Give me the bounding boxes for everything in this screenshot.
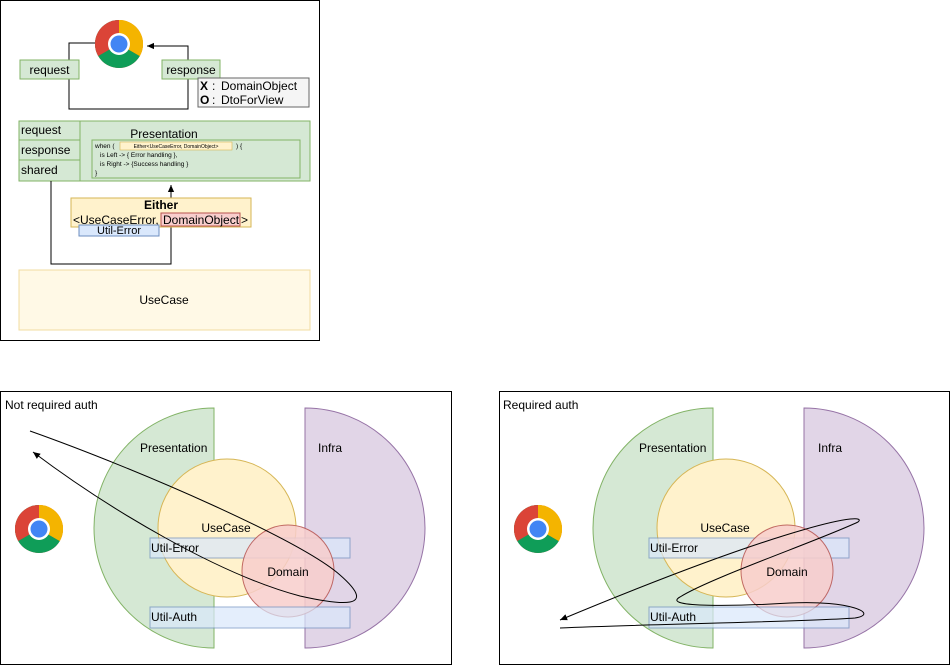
right-util-error-label: Util-Error <box>650 541 698 555</box>
either-left-type: <UseCaseError, <box>73 213 159 227</box>
code-line-1-pre: when ( <box>94 143 115 150</box>
legend-x-label: DomainObject <box>221 79 298 93</box>
left-util-error-label: Util-Error <box>151 541 199 555</box>
left-infra-label: Infra <box>318 441 342 455</box>
legend-o-label: DtoForView <box>221 93 284 107</box>
either-right-type: DomainObject <box>163 213 240 227</box>
right-util-auth-bar <box>648 606 850 629</box>
right-presentation-half <box>592 407 714 649</box>
left-domain-label: Domain <box>267 565 308 579</box>
right-util-auth-label: Util-Auth <box>650 610 696 624</box>
left-presentation-label: Presentation <box>140 441 207 455</box>
code-line-3: is Right -> {Success handling } <box>100 161 189 168</box>
util-error-box <box>78 224 160 237</box>
right-request-flow-arrow <box>559 518 865 629</box>
layer-shared-label: shared <box>21 163 58 177</box>
request-label: request <box>29 63 70 77</box>
code-line-1-post: ) { <box>236 143 243 150</box>
left-title: Not required auth <box>5 398 98 412</box>
legend-o-mark: O <box>200 93 209 107</box>
top-diagram: request response X : DomainObject O : Dt… <box>0 0 320 341</box>
right-infra-half <box>803 407 925 649</box>
left-util-auth-label: Util-Auth <box>151 610 197 624</box>
right-diagram: Required auth Presentation Infra UseCase… <box>499 391 950 665</box>
legend-box <box>197 77 310 108</box>
left-request-flow-arrow <box>29 430 357 604</box>
left-presentation-half <box>93 407 215 649</box>
left-infra-half <box>304 407 426 649</box>
layer-response-label: response <box>21 143 71 157</box>
legend-x-mark: X <box>200 79 208 93</box>
code-line-1-badge: Either<UseCaseError, DomainObject> <box>134 144 219 150</box>
right-domain-label: Domain <box>766 565 807 579</box>
left-util-auth-bar <box>149 606 351 629</box>
either-title: Either <box>144 198 178 212</box>
left-diagram: Not required auth Presentation Infra Use… <box>0 391 452 665</box>
chrome-icon <box>94 19 144 69</box>
left-usecase-label: UseCase <box>201 521 251 535</box>
util-error-label: Util-Error <box>97 225 141 237</box>
usecase-label: UseCase <box>139 293 189 307</box>
either-close: > <box>241 213 248 227</box>
right-chrome-icon <box>513 505 563 554</box>
layer-request-label: request <box>21 123 62 137</box>
right-usecase-label: UseCase <box>700 521 750 535</box>
legend-o-sep: : <box>212 93 215 107</box>
response-box <box>161 59 221 80</box>
code-line-2: is Left -> { Error handling }, <box>100 152 178 159</box>
presentation-title: Presentation <box>130 127 197 141</box>
left-chrome-icon <box>14 505 64 554</box>
request-box <box>19 59 80 80</box>
code-either-badge <box>119 141 233 151</box>
either-domain-badge <box>160 212 241 227</box>
right-title: Required auth <box>503 398 578 412</box>
right-presentation-label: Presentation <box>639 441 706 455</box>
response-label: response <box>166 63 216 77</box>
right-infra-label: Infra <box>818 441 842 455</box>
request-response-loop <box>68 42 189 110</box>
usecase-layer <box>18 269 311 331</box>
legend-x-sep: : <box>212 79 215 93</box>
code-line-4: } <box>95 170 98 177</box>
